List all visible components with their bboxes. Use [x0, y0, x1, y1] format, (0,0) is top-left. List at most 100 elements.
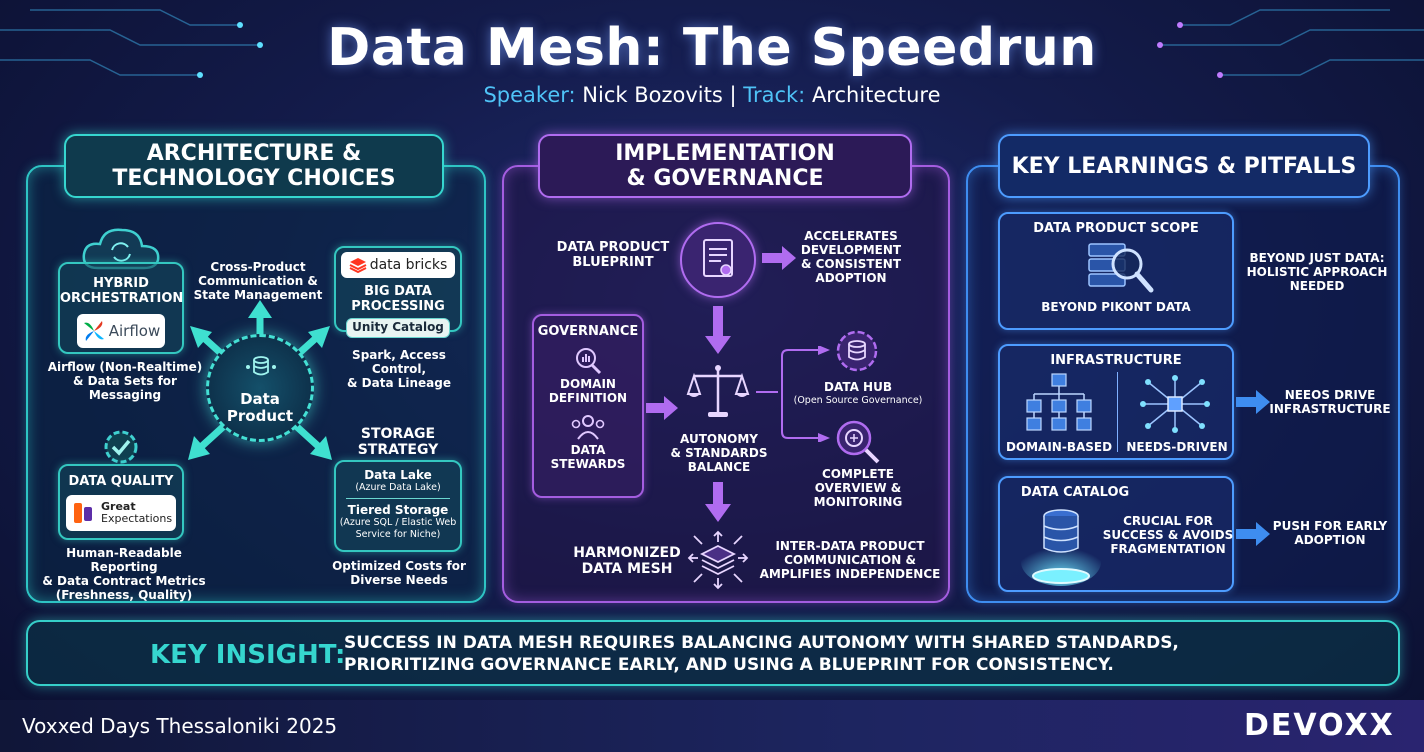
arrow-right-icon — [1236, 522, 1270, 546]
implementation-panel-title: IMPLEMENTATION & GOVERNANCE — [538, 134, 912, 198]
governance-card: GOVERNANCE DOMAIN DEFINITION DATA STEWAR… — [532, 314, 644, 498]
key-insight-label: KEY INSIGHT: — [150, 640, 346, 670]
autonomy-line3: BALANCE — [687, 460, 751, 474]
track-key: Track: — [743, 83, 806, 107]
harmonized-mesh-label: HARMONIZED DATA MESH — [572, 545, 682, 577]
bigdata-title-line1: BIG DATA — [364, 284, 432, 299]
blueprint-label: DATA PRODUCT BLUEPRINT — [548, 240, 678, 270]
learnings-panel-title: KEY LEARNINGS & PITFALLS — [998, 134, 1370, 198]
scope-title: DATA PRODUCT SCOPE — [1033, 221, 1199, 236]
governance-title: GOVERNANCE — [537, 324, 639, 339]
footer-bar — [0, 700, 1424, 752]
arrow-down-icon — [705, 482, 731, 522]
airflow-logo: Airflow — [77, 314, 165, 348]
needs-driven-label: NEEDS-DRIVEN — [1126, 440, 1228, 454]
overview-line3: MONITORING — [813, 495, 903, 509]
database-network-icon — [246, 356, 276, 376]
inter-line1: INTER-DATA PRODUCT — [775, 539, 925, 553]
domain-line2: DEFINITION — [548, 391, 628, 405]
optimized-line1: Optimized Costs for — [332, 559, 466, 573]
overview-line2: OVERVIEW & — [814, 481, 902, 495]
databricks-logo-text: data bricks — [369, 257, 448, 273]
accel-line1: ACCELERATES — [804, 229, 898, 243]
databricks-stack-icon — [349, 258, 367, 273]
needs-drive-text: NEEOS DRIVE INFRASTRUCTURE — [1264, 388, 1396, 416]
autonomy-balance-label: AUTONOMY & STANDARDS BALANCE — [664, 432, 774, 474]
great-expectations-logo: Great Expectations — [66, 495, 176, 531]
push-adoption-text: PUSH FOR EARLY ADOPTION — [1264, 519, 1396, 547]
mesh-line1: HARMONIZED — [573, 545, 681, 561]
inter-line2: COMMUNICATION & — [784, 553, 916, 567]
implementation-title-line2: & GOVERNANCE — [626, 166, 824, 191]
branch-connectors — [756, 346, 830, 442]
key-insight-banner: KEY INSIGHT: SUCCESS IN DATA MESH REQUIR… — [26, 620, 1400, 686]
airflow-desc-line2: & Data Sets for Messaging — [73, 374, 177, 402]
track-name: Architecture — [811, 83, 941, 107]
ge-line2: Expectations — [101, 512, 173, 525]
autonomy-line2: & STANDARDS — [670, 446, 768, 460]
cross-line3: State Management — [193, 288, 323, 302]
cross-product-text: Cross-Product Communication & State Mana… — [192, 260, 324, 302]
people-group-icon — [571, 415, 605, 440]
cross-line1: Cross-Product — [210, 260, 306, 274]
infrastructure-title: INFRASTRUCTURE — [1050, 353, 1182, 368]
inter-product-text: INTER-DATA PRODUCT COMMUNICATION & AMPLI… — [754, 539, 946, 581]
blueprint-line2: BLUEPRINT — [572, 255, 654, 270]
data-hub-label: DATA HUB — [824, 380, 892, 394]
bigdata-title-line2: PROCESSING — [351, 299, 445, 314]
data-product-hub-arrows — [188, 300, 332, 460]
speaker-track-line: Speaker: Nick Bozovits | Track: Architec… — [0, 83, 1424, 107]
speaker-key: Speaker: — [483, 83, 576, 107]
blueprint-line1: DATA PRODUCT — [556, 240, 670, 255]
databricks-logo: data bricks — [341, 252, 455, 278]
beyond-data-text: BEYOND JUST DATA: HOLISTIC APPROACH NEED… — [1242, 251, 1392, 293]
hybrid-title-line2: ORCHESTRATION — [60, 291, 184, 306]
devoxx-logo: DEVOXX — [1244, 708, 1395, 743]
stewards-line2: STEWARDS — [550, 457, 626, 471]
domain-definition-label: DOMAIN DEFINITION — [534, 377, 642, 405]
data-product-scope-card: DATA PRODUCT SCOPE BEYOND PIKONT DATA — [998, 212, 1234, 330]
push-line2: ADOPTION — [1294, 533, 1366, 547]
airflow-description: Airflow (Non-Realtime) & Data Sets for M… — [40, 360, 210, 402]
infra-divider — [1117, 372, 1118, 452]
airflow-desc-line1: Airflow (Non-Realtime) — [47, 360, 203, 374]
data-lake-label: Data Lake — [364, 468, 432, 482]
overview-line1: COMPLETE — [822, 467, 894, 481]
data-stewards-label: DATA STEWARDS — [534, 443, 642, 471]
overview-monitoring-label: COMPLETE OVERVIEW & MONITORING — [800, 467, 916, 509]
beyond-line1: BEYOND JUST DATA: — [1249, 251, 1385, 265]
stewards-line1: DATA — [570, 443, 606, 457]
blueprint-document-icon — [680, 222, 756, 298]
beyond-line2: HOLISTIC APPROACH — [1246, 265, 1388, 279]
monitoring-search-icon — [836, 420, 880, 464]
cross-line2: Communication & — [198, 274, 318, 288]
accel-line2: DEVELOPMENT — [800, 243, 902, 257]
catalog-title: DATA CATALOG — [1020, 485, 1130, 500]
crucial-line3: FRAGMENTATION — [1110, 542, 1226, 556]
domain-based-label: DOMAIN-BASED — [1005, 440, 1113, 454]
storage-divider — [346, 498, 450, 499]
storage-title-line2: STRATEGY — [357, 442, 439, 458]
spark-line1: Spark, Access Control, — [352, 348, 446, 376]
quality-desc-line3: (Freshness, Quality) — [55, 588, 193, 602]
domain-search-icon — [576, 348, 602, 375]
spark-line2: & Data Lineage — [347, 376, 451, 390]
optimized-costs-text: Optimized Costs for Diverse Needs — [326, 559, 472, 587]
key-insight-text: SUCCESS IN DATA MESH REQUIRES BALANCING … — [344, 632, 1394, 676]
airflow-pinwheel-icon — [83, 321, 104, 341]
storage-strategy-title: STORAGE STRATEGY — [336, 426, 460, 458]
data-quality-card: DATA QUALITY Great Expectations — [58, 464, 184, 540]
data-quality-title: DATA QUALITY — [68, 474, 174, 489]
storage-title-line1: STORAGE — [360, 426, 436, 442]
arrow-down-icon — [705, 306, 731, 354]
data-hub-sub: (Open Source Governance) — [793, 395, 923, 406]
scope-caption: BEYOND PIKONT DATA — [1041, 300, 1191, 314]
tiered-sub-line1: (Azure SQL / Elastic Web — [339, 517, 457, 528]
hierarchy-icon — [1026, 373, 1092, 431]
crucial-text: CRUCIAL FOR SUCCESS & AVOIDS FRAGMENTATI… — [1100, 514, 1236, 556]
tiered-storage-label: Tiered Storage — [347, 503, 449, 517]
quality-desc-line2: & Data Contract Metrics — [42, 574, 206, 588]
optimized-line2: Diverse Needs — [350, 573, 448, 587]
accel-line3: & CONSISTENT — [800, 257, 902, 271]
insight-line2: PRIORITIZING GOVERNANCE EARLY, AND USING… — [344, 655, 1114, 675]
